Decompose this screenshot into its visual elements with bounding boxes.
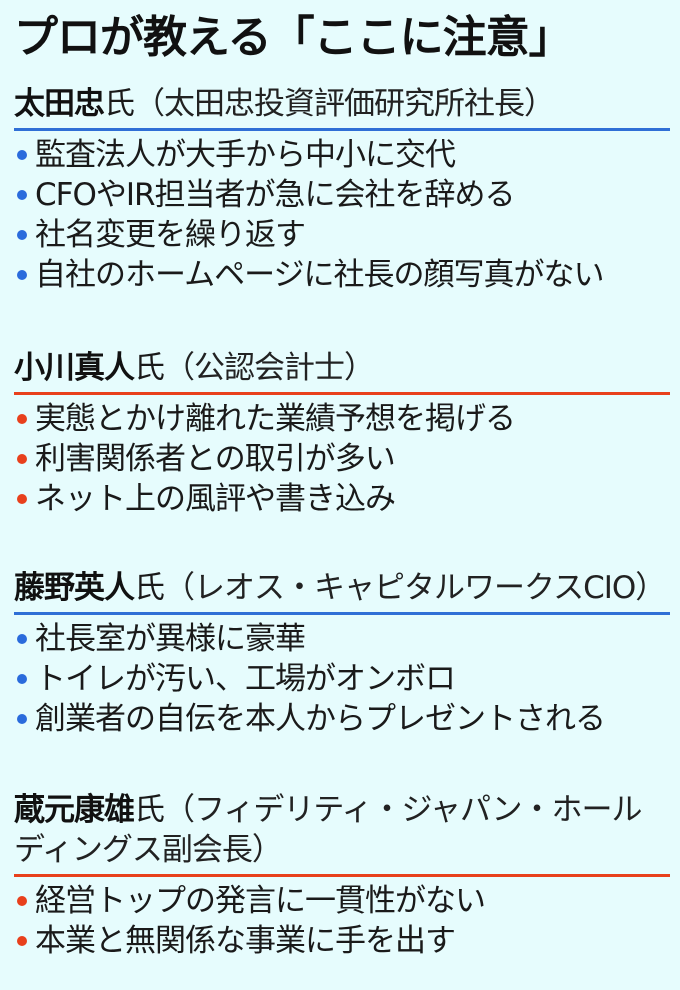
section-header: 蔵元康雄氏（フィデリティ・ジャパン・ホールディングス副会長） — [14, 790, 654, 870]
bullet-dot-icon — [17, 270, 27, 280]
bullet-dot-icon — [17, 230, 27, 240]
expert-honorific: 氏 — [104, 86, 135, 122]
list-item: 本業と無関係な事業に手を出す — [14, 921, 670, 961]
section-header: 藤野英人氏（レオス・キャピタルワークスCIO） — [14, 568, 670, 608]
list-item: 自社のホームページに社長の顔写真がない — [14, 255, 670, 295]
section-divider — [14, 128, 670, 131]
bullet-dot-icon — [17, 454, 27, 464]
list-item: CFOやIR担当者が急に会社を辞める — [14, 175, 670, 215]
bullet-dot-icon — [17, 494, 27, 504]
bullet-dot-icon — [17, 414, 27, 424]
expert-name: 太田忠 — [14, 86, 105, 122]
expert-honorific: 氏 — [134, 350, 165, 386]
bullet-dot-icon — [17, 936, 27, 946]
warning-list: 経営トップの発言に一貫性がない 本業と無関係な事業に手を出す — [14, 881, 670, 961]
section-header: 太田忠氏（太田忠投資評価研究所社長） — [14, 84, 670, 124]
expert-section-kuramoto: 蔵元康雄氏（フィデリティ・ジャパン・ホールディングス副会長） 経営トップの発言に… — [14, 790, 670, 961]
section-header: 小川真人氏（公認会計士） — [14, 348, 670, 388]
page-title: プロが教える「ここに注意」 — [14, 12, 573, 63]
section-divider — [14, 392, 670, 395]
bullet-dot-icon — [17, 674, 27, 684]
warning-list: 社長室が異様に豪華 トイレが汚い、工場がオンボロ 創業者の自伝を本人からプレゼン… — [14, 619, 670, 739]
warning-list: 実態とかけ離れた業績予想を掲げる 利害関係者との取引が多い ネット上の風評や書き… — [14, 399, 670, 519]
expert-honorific: 氏 — [134, 792, 165, 828]
item-text: 自社のホームページに社長の顔写真がない — [35, 257, 604, 293]
item-text: 本業と無関係な事業に手を出す — [35, 923, 456, 959]
list-item: 社名変更を繰り返す — [14, 215, 670, 255]
list-item: 社長室が異様に豪華 — [14, 619, 670, 659]
item-text: トイレが汚い、工場がオンボロ — [35, 661, 456, 697]
section-divider — [14, 874, 670, 877]
expert-honorific: 氏 — [134, 570, 165, 606]
item-text: 監査法人が大手から中小に交代 — [35, 137, 456, 173]
expert-section-ota: 太田忠氏（太田忠投資評価研究所社長） 監査法人が大手から中小に交代 CFOやIR… — [14, 84, 670, 295]
expert-affiliation: （レオス・キャピタルワークスCIO） — [164, 570, 666, 606]
expert-section-fujino: 藤野英人氏（レオス・キャピタルワークスCIO） 社長室が異様に豪華 トイレが汚い… — [14, 568, 670, 739]
list-item: 監査法人が大手から中小に交代 — [14, 135, 670, 175]
list-item: 実態とかけ離れた業績予想を掲げる — [14, 399, 670, 439]
list-item: トイレが汚い、工場がオンボロ — [14, 659, 670, 699]
list-item: 利害関係者との取引が多い — [14, 439, 670, 479]
item-text: 実態とかけ離れた業績予想を掲げる — [35, 401, 516, 437]
expert-name: 小川真人 — [14, 350, 135, 386]
bullet-dot-icon — [17, 714, 27, 724]
item-text: ネット上の風評や書き込み — [35, 481, 396, 517]
expert-section-ogawa: 小川真人氏（公認会計士） 実態とかけ離れた業績予想を掲げる 利害関係者との取引が… — [14, 348, 670, 519]
expert-affiliation: （フィデリティ・ジャパン・ホールディングス副会長） — [14, 792, 643, 868]
item-text: 社長室が異様に豪華 — [35, 621, 306, 657]
expert-name: 蔵元康雄 — [14, 792, 135, 828]
bullet-dot-icon — [17, 150, 27, 160]
expert-affiliation: （公認会計士） — [164, 350, 375, 386]
bullet-dot-icon — [17, 634, 27, 644]
expert-affiliation: （太田忠投資評価研究所社長） — [134, 86, 555, 122]
item-text: 利害関係者との取引が多い — [35, 441, 396, 477]
list-item: 経営トップの発言に一貫性がない — [14, 881, 670, 921]
bullet-dot-icon — [17, 190, 27, 200]
item-text: 創業者の自伝を本人からプレゼントされる — [35, 701, 606, 737]
warning-list: 監査法人が大手から中小に交代 CFOやIR担当者が急に会社を辞める 社名変更を繰… — [14, 135, 670, 295]
expert-name: 藤野英人 — [14, 570, 135, 606]
list-item: ネット上の風評や書き込み — [14, 479, 670, 519]
item-text: 社名変更を繰り返す — [35, 217, 306, 253]
item-text: 経営トップの発言に一貫性がない — [35, 883, 486, 919]
list-item: 創業者の自伝を本人からプレゼントされる — [14, 699, 670, 739]
item-text: CFOやIR担当者が急に会社を辞める — [35, 177, 516, 213]
section-divider — [14, 612, 670, 615]
bullet-dot-icon — [17, 896, 27, 906]
